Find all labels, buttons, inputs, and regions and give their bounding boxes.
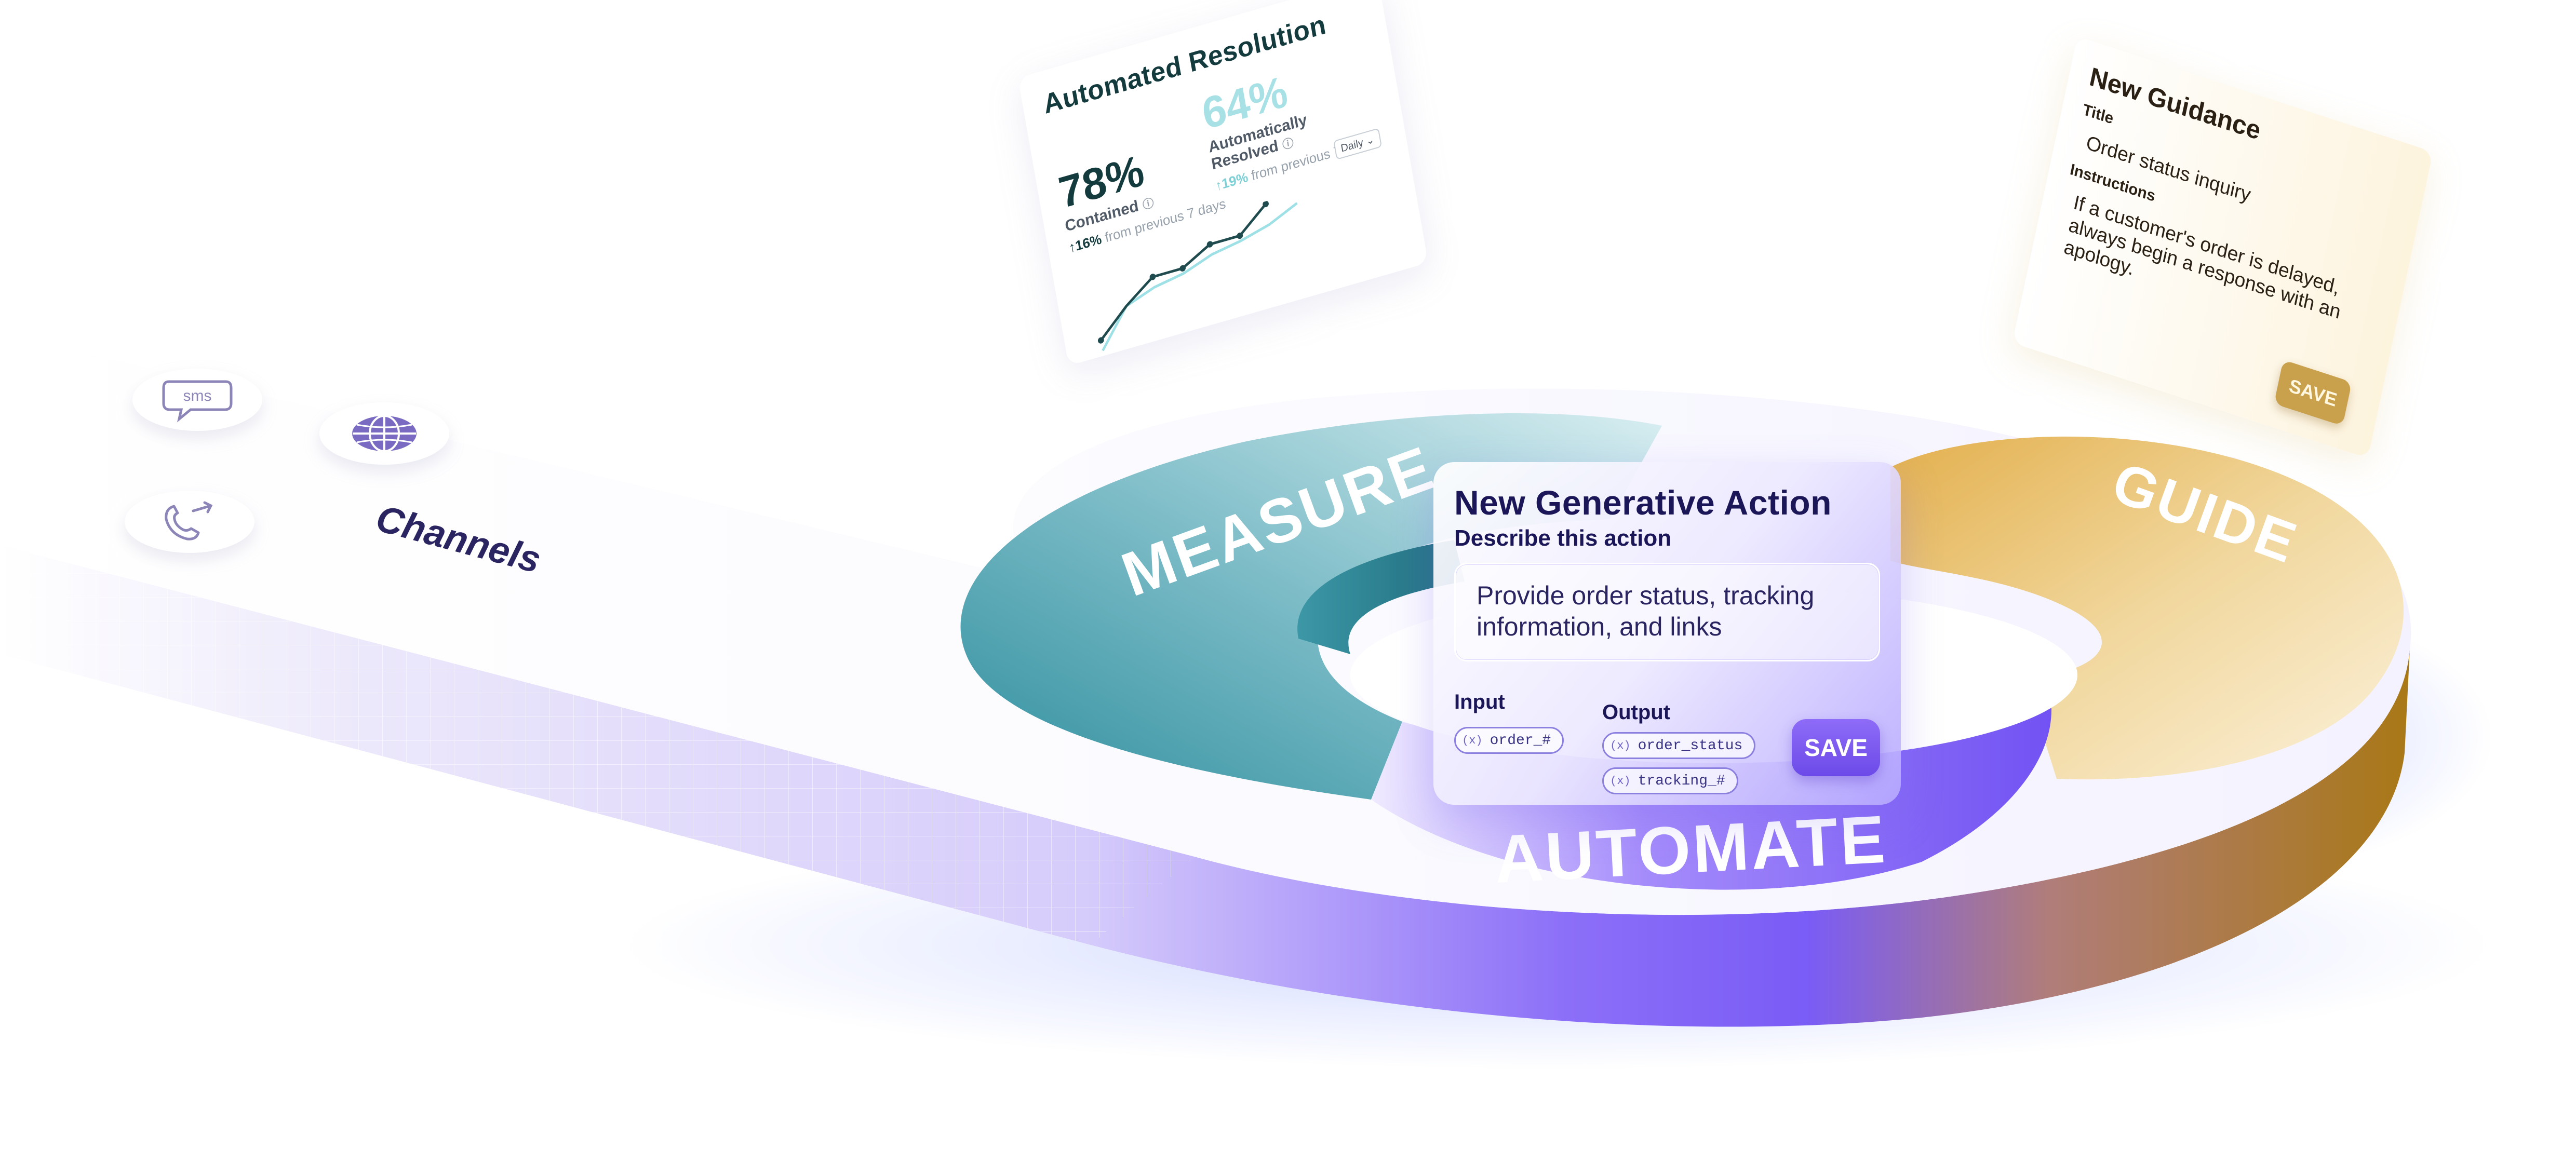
platform-side	[0, 545, 2410, 1027]
input-label: Input	[1454, 691, 1505, 713]
output-variable-chip[interactable]: (x) tracking_#	[1602, 767, 1738, 794]
measure-inner	[1297, 540, 1465, 654]
variable-icon: (x)	[1610, 774, 1631, 788]
output-label: Output	[1602, 701, 1671, 724]
trend-point	[1149, 274, 1156, 280]
web-channel-button[interactable]	[319, 402, 449, 465]
info-icon[interactable]: ⓘ	[1142, 196, 1155, 212]
new-generative-action-card: New Generative Action Describe this acti…	[1433, 462, 1901, 805]
input-variable-name: order_#	[1490, 732, 1551, 749]
platform-grid	[0, 545, 1195, 945]
period-value: Daily	[1340, 137, 1364, 155]
guidance-save-button[interactable]: SAVE	[2274, 359, 2352, 426]
info-icon[interactable]: ⓘ	[1281, 136, 1295, 152]
input-variable-chip[interactable]: (x) order_#	[1454, 727, 1564, 754]
output-variable-name: order_status	[1638, 737, 1743, 754]
auto-resolved-trend-line	[1102, 202, 1298, 351]
globe-icon	[352, 415, 417, 452]
trend-point	[1263, 200, 1269, 208]
action-save-button[interactable]: SAVE	[1792, 719, 1880, 776]
trend-point	[1206, 241, 1213, 248]
action-description-field[interactable]: Provide order status, tracking informati…	[1454, 563, 1880, 661]
variable-icon: (x)	[1610, 739, 1631, 752]
sms-chat-bubble-icon: sms	[162, 380, 233, 423]
phone-forward-icon	[165, 501, 213, 540]
chevron-down-icon: ⌄	[1365, 133, 1376, 147]
trend-point	[1179, 265, 1186, 272]
automated-resolution-card: Automated Resolution 78% Contained ⓘ ↑16…	[1018, 0, 1428, 366]
sms-text: sms	[183, 387, 212, 404]
action-subtitle: Describe this action	[1454, 525, 1672, 551]
phone-channel-button[interactable]	[125, 491, 254, 553]
action-title: New Generative Action	[1454, 483, 1832, 522]
guide-segment	[1890, 436, 2404, 780]
output-variable-name: tracking_#	[1638, 773, 1725, 789]
auto-resolved-delta: 19%	[1220, 169, 1250, 192]
auto-resolved-stat: 64% Automatically Resolved ⓘ ↑19% from p…	[1199, 48, 1374, 195]
sms-channel-button[interactable]: sms	[132, 369, 262, 431]
output-variable-chip[interactable]: (x) order_status	[1602, 732, 1756, 759]
trend-point	[1237, 232, 1243, 239]
trend-point	[1097, 337, 1104, 344]
trend-sparkline	[1097, 200, 1298, 351]
variable-icon: (x)	[1462, 734, 1483, 747]
